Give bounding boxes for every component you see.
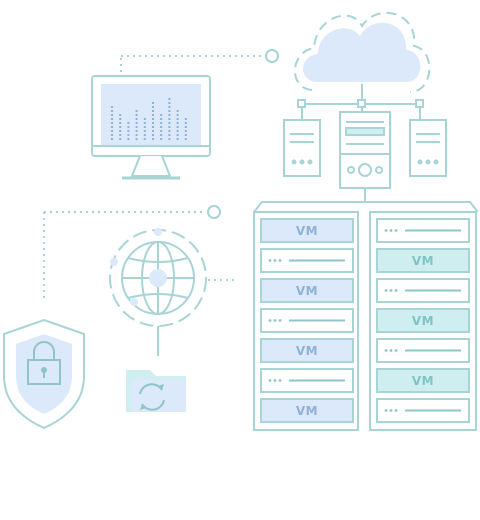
vm-label: VM [296, 284, 318, 298]
slot-indicator-dot [278, 379, 282, 382]
vm-slot [260, 218, 354, 243]
server-icon [283, 111, 447, 189]
slot-indicator-dot [389, 229, 393, 232]
slot-indicator-dot [273, 259, 277, 262]
slot-indicator-dot [384, 349, 388, 352]
monitor-icon [91, 75, 211, 180]
slot-indicator-dot [384, 229, 388, 232]
slot-indicator-dot [394, 409, 398, 412]
slot-indicator-dot [394, 229, 398, 232]
slot-indicator-dot [268, 319, 272, 322]
cloud-connector [297, 84, 424, 120]
shield-lock-icon [3, 318, 85, 430]
slot-indicator-dot [389, 409, 393, 412]
cloud-icon [294, 11, 431, 93]
vm-label: VM [296, 344, 318, 358]
vm-slot [260, 338, 354, 363]
vm-label: VM [296, 404, 318, 418]
slot-indicator-dot [278, 319, 282, 322]
slot-indicator-dot [268, 379, 272, 382]
slot-indicator-dot [389, 349, 393, 352]
server-rack: VM VM VM VM VM VM VM [253, 201, 479, 431]
vm-label: VM [296, 224, 318, 238]
slot-indicator-dot [384, 289, 388, 292]
vm-slot [260, 398, 354, 423]
slot-indicator-dot [394, 289, 398, 292]
slot-indicator-dot [389, 289, 393, 292]
globe-icon [109, 228, 207, 356]
globe-connector [43, 205, 234, 300]
slot-indicator-dot [278, 259, 282, 262]
slot-indicator-dot [268, 259, 272, 262]
vm-slot [376, 368, 470, 393]
vm-label: VM [412, 374, 434, 388]
vm-slot [376, 308, 470, 333]
vm-slot [376, 248, 470, 273]
slot-indicator-dot [273, 379, 277, 382]
vm-label: VM [412, 254, 434, 268]
slot-indicator-dot [384, 409, 388, 412]
monitor-connector [120, 49, 279, 72]
vm-label: VM [412, 314, 434, 328]
slot-indicator-dot [394, 349, 398, 352]
slot-indicator-dot [273, 319, 277, 322]
vm-slot [260, 278, 354, 303]
folder-sync-icon [126, 370, 186, 412]
